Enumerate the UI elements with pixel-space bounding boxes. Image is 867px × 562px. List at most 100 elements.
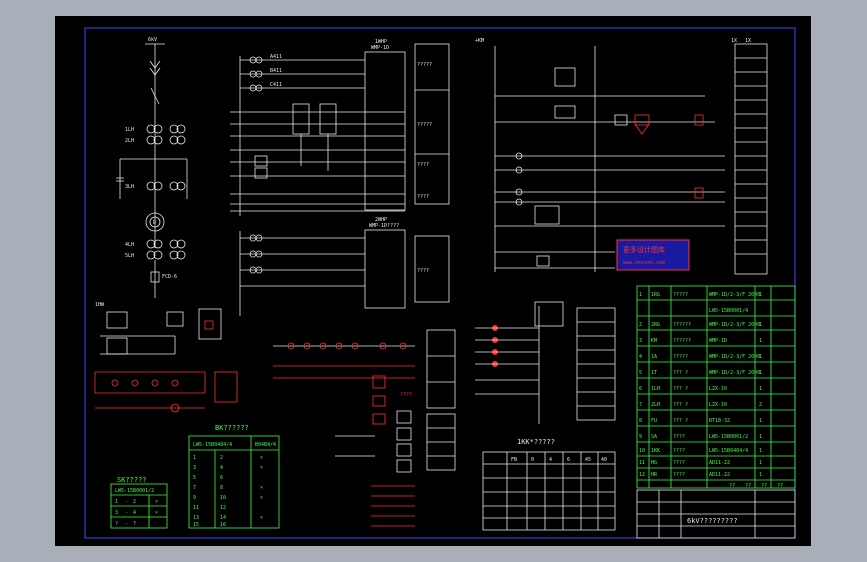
eq-r9-qty: 1 xyxy=(759,434,762,440)
phase-b-label: B411 xyxy=(270,68,282,74)
sk-r1-b: - xyxy=(125,499,128,505)
qbox-3: ???? xyxy=(417,162,429,168)
bk-r8-c: 16 xyxy=(220,522,226,528)
eq-r10-name: ???? xyxy=(673,448,685,454)
ikk-h-4: 6 xyxy=(567,457,570,463)
bk-r5-c: 10 xyxy=(220,495,226,501)
eq-r7-qty: 2 xyxy=(759,402,762,408)
eq-r8-qty: 1 xyxy=(759,418,762,424)
eq-r8-no: 8 xyxy=(639,418,642,424)
eq-r6-no: 6 xyxy=(639,386,642,392)
eq-r1-no: 1 xyxy=(639,292,642,298)
eq-r3-name: ?????? xyxy=(673,338,691,344)
eq-r3-no: 3 xyxy=(639,338,642,344)
ikk-title: 1KK*????? xyxy=(517,438,555,446)
bk-rows: 1 2 × 3 4 × 5 6 7 8 × 9 10 × 11 12 13 14… xyxy=(193,455,263,528)
eq-r3-model: WMP-1D xyxy=(709,338,727,344)
eq-r11-name: ???? xyxy=(673,460,685,466)
ikk-h-1: FB xyxy=(511,457,517,463)
eq-r9-name: ???? xyxy=(673,434,685,440)
relay-lower-id: 2WHP xyxy=(375,217,387,223)
eq-r8-code: FU xyxy=(651,418,657,424)
eq-r9-no: 9 xyxy=(639,434,642,440)
eq-r6-code: 1LH xyxy=(651,386,660,392)
eq-r3-code: KM xyxy=(651,338,657,344)
bk-r4-d: × xyxy=(260,485,263,491)
bus-voltage-label: 6kV xyxy=(148,37,157,43)
title-block: 6kV????????? xyxy=(636,489,796,539)
eq-summary-2: ?? xyxy=(745,483,751,489)
drawing-sheet: 6kV 1LH 2LH 3LH D 4LH 5L xyxy=(55,16,811,546)
eq-r11-qty: 1 xyxy=(759,460,762,466)
eq-r9-model: LW5-15B0001/2 xyxy=(709,434,748,440)
bk-r5-d: × xyxy=(260,495,263,501)
ikk-table: 1KK*????? FB 0 4 6 45 40 xyxy=(482,438,616,531)
bk-title: BK?????? xyxy=(215,424,249,432)
bk-r1-c: 2 xyxy=(220,455,223,461)
question-grid-middle xyxy=(426,329,456,471)
sk-r1-d: × xyxy=(155,499,158,505)
drawing-border xyxy=(84,27,796,539)
red-circuit-left xyxy=(94,371,238,413)
equipment-title: LW5-15B0001/4 xyxy=(709,308,748,314)
bk-r6-c: 12 xyxy=(220,505,226,511)
bk-r1-d: × xyxy=(260,455,263,461)
ikk-h-5: 45 xyxy=(585,457,591,463)
eq-r10-model: LW5-15B0484/4 xyxy=(709,448,748,454)
sk-r2-b: - xyxy=(125,510,128,516)
eq-r6-model: LZX-10 xyxy=(709,386,727,392)
ikk-h-3: 4 xyxy=(549,457,552,463)
bk-r6-a: 11 xyxy=(193,505,199,511)
eq-r5-qty: 1 xyxy=(759,370,762,376)
eq-r1-model: WMP-1D/2-3/F 2000 xyxy=(709,292,760,298)
bk-r1-a: 1 xyxy=(193,455,196,461)
eq-r8-name: ??? ? xyxy=(673,418,688,424)
eq-r3-qty: 1 xyxy=(759,338,762,344)
bk-model: LW5-15B0484/4 xyxy=(193,442,232,448)
sk-r2-c: 4 xyxy=(133,510,136,516)
eq-r4-qty: 1 xyxy=(759,354,762,360)
sk-model: LW5-15B0001/2 xyxy=(115,488,154,494)
eq-r2-no: 2 xyxy=(639,322,642,328)
eq-r7-no: 7 xyxy=(639,402,642,408)
ct-wiring-upper: A411 B411 C411 xyxy=(230,54,405,216)
eq-r11-code: HG xyxy=(651,460,657,466)
control-circuit-right: +KM xyxy=(475,38,725,272)
bk-r2-d: × xyxy=(260,465,263,471)
eq-r2-code: 2RG xyxy=(651,322,660,328)
eq-r6-name: ??? ? xyxy=(673,386,688,392)
relay-block-lower: 2WHP WMP-1D???? ???? xyxy=(239,217,450,316)
eq-r6-qty: 1 xyxy=(759,386,762,392)
sk-r3-a: ? xyxy=(115,521,118,527)
bk-r4-a: 7 xyxy=(193,485,196,491)
bk-r8-a: 15 xyxy=(193,522,199,528)
relay-block-upper: 1WHP WMP-1D ????? ????? ???? ???? xyxy=(230,39,450,212)
equipment-table: LW5-15B0001/4 1 1RG ????? WMP-1D/2-3/F 2… xyxy=(636,285,796,489)
eq-r5-code: 1T xyxy=(651,370,657,376)
primary-circuit: 6kV 1LH 2LH 3LH D 4LH 5L xyxy=(116,37,188,298)
eq-r1-name: ????? xyxy=(673,292,688,298)
terminal-head-1: 1X xyxy=(731,38,737,44)
aux-relay-left: 1HW xyxy=(95,302,222,355)
fuse-symbol xyxy=(150,271,160,283)
bk-r2-c: 4 xyxy=(220,465,223,471)
eq-r7-name: ??? ? xyxy=(673,402,688,408)
sk-r2-d: × xyxy=(155,510,158,516)
bk-r4-c: 8 xyxy=(220,485,223,491)
qbox-6: ???? xyxy=(400,392,412,398)
eq-r11-model: AD11-22 xyxy=(709,460,730,466)
eq-r12-model: AD11-22 xyxy=(709,472,730,478)
bk-r7-c: 14 xyxy=(220,515,226,521)
bk-r3-c: 6 xyxy=(220,475,223,481)
eq-r1-qty: 1 xyxy=(759,292,762,298)
sk-r3-c: ? xyxy=(133,521,136,527)
sk-title: SK????? xyxy=(117,476,147,484)
eq-r11-no: 11 xyxy=(639,460,645,466)
equipment-rows: 1 1RG ????? WMP-1D/2-3/F 2000 1 2 2RG ??… xyxy=(639,292,762,478)
ikk-h-2: 0 xyxy=(531,457,534,463)
eq-summary-4: ?? xyxy=(777,483,783,489)
qbox-4: ???? xyxy=(417,194,429,200)
drawing-title: 6kV????????? xyxy=(687,517,738,525)
phase-a-label: A411 xyxy=(270,54,282,60)
bk-r7-a: 13 xyxy=(193,515,199,521)
